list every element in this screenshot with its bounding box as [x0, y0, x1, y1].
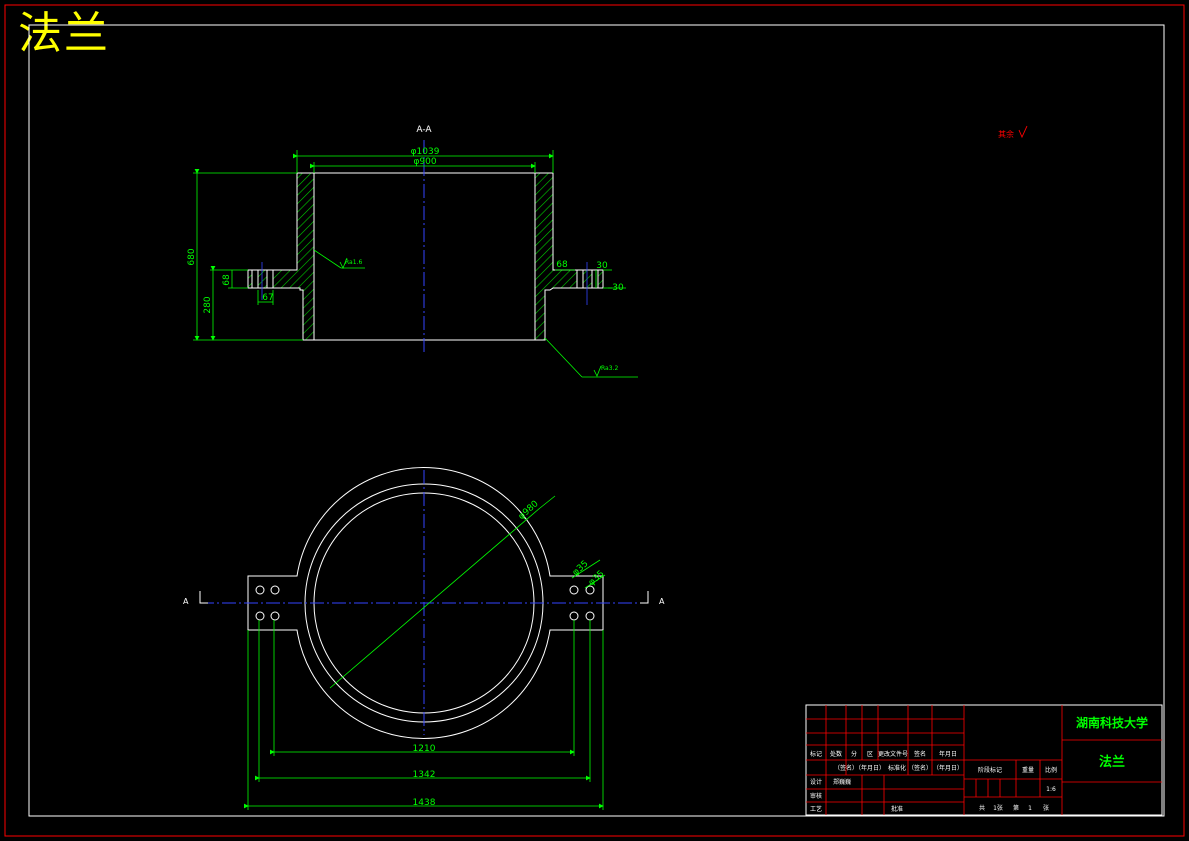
tb-scale-label: 比例 [1045, 766, 1057, 774]
dim-lower-height: 280 [203, 296, 213, 313]
tb-weight-label: 重量 [1022, 766, 1034, 774]
tb-part-name: 法兰 [1099, 754, 1125, 770]
tb-craft-label: 工艺 [810, 805, 822, 813]
dim-outer-diameter: φ1039 [411, 147, 440, 157]
tb-sheet-3: 1 [1028, 805, 1032, 812]
general-roughness: 其余 [998, 125, 1028, 139]
section-dimensions [193, 150, 638, 378]
dim-hole-diameter: φ35 [571, 559, 591, 578]
tb-sheet-2: 第 [1013, 804, 1019, 812]
tb-stage-label: 阶段标记 [978, 766, 1002, 774]
tb-sign-2: 标准化 [888, 764, 906, 772]
tb-review-label: 审核 [810, 792, 822, 800]
tb-sheet-1: 1张 [993, 804, 1003, 812]
tb-sign-3: （签名） [908, 764, 932, 772]
section-marker-left: A [183, 597, 189, 606]
dim-right-top: 30 [596, 261, 608, 271]
dim-width-outer: 1438 [413, 798, 436, 808]
section-walls [247, 172, 604, 341]
tb-sign-4: （年月日） [933, 764, 963, 772]
title-block: 标记 处数 分 区 更改文件号 签名 年月日 （签名） （年月日） 标准化 （签… [805, 704, 1163, 816]
tb-design-label: 设计 [810, 778, 822, 786]
tb-designer: 郑巍巍 [833, 778, 851, 786]
tb-approve-label: 批准 [891, 805, 903, 813]
roughness-marks: Ra1.6 Ra3.2 [339, 257, 618, 377]
dim-inner-diameter: φ900 [413, 157, 436, 167]
dim-width-middle: 1342 [413, 770, 436, 780]
dim-total-height: 680 [187, 248, 197, 265]
roughness-inner: Ra1.6 [345, 259, 362, 266]
drawing-title: 法兰 [18, 8, 110, 59]
section-label: A-A [416, 125, 432, 135]
dim-right-bottom: 30 [612, 283, 624, 293]
tb-scale-value: 1:6 [1046, 786, 1056, 793]
tb-sign-1: （年月日） [855, 764, 885, 772]
tb-sign-0: （签名） [834, 764, 858, 772]
tb-header-3: 区 [867, 751, 873, 758]
plan-centerlines [200, 470, 640, 735]
section-markers: A A [183, 591, 665, 606]
tb-header-5: 签名 [914, 750, 926, 758]
outer-border [4, 4, 1185, 837]
section-holes-right [576, 269, 599, 289]
plan-dimension-text: φ980 φ35 φ35 1210 1342 1438 [413, 499, 607, 808]
tb-header-1: 处数 [830, 750, 842, 758]
dim-flange-left: 68 [222, 274, 232, 286]
tb-header-6: 年月日 [939, 750, 957, 758]
tb-header-4: 更改文件号 [878, 750, 908, 758]
inner-border [28, 24, 1165, 817]
tb-sheet-4: 张 [1043, 804, 1049, 812]
tb-school: 湖南科技大学 [1076, 715, 1148, 730]
section-dimension-text: φ1039 φ900 680 280 68 67 68 30 30 [187, 147, 624, 314]
roughness-outer: Ra3.2 [601, 365, 618, 372]
dim-hole-spacing: 67 [262, 293, 273, 303]
section-marker-right: A [659, 597, 665, 606]
section-holes-left [251, 269, 274, 289]
dim-hole-pitch: φ35 [587, 569, 607, 588]
tb-sheet-0: 共 [979, 804, 985, 812]
tb-header-2: 分 [851, 750, 857, 758]
dim-width-inner: 1210 [413, 744, 436, 754]
roughness-other-label: 其余 [998, 129, 1014, 139]
dim-flange-right: 68 [556, 260, 568, 270]
tb-header-0: 标记 [810, 750, 822, 758]
plan-dimensions [244, 495, 606, 810]
